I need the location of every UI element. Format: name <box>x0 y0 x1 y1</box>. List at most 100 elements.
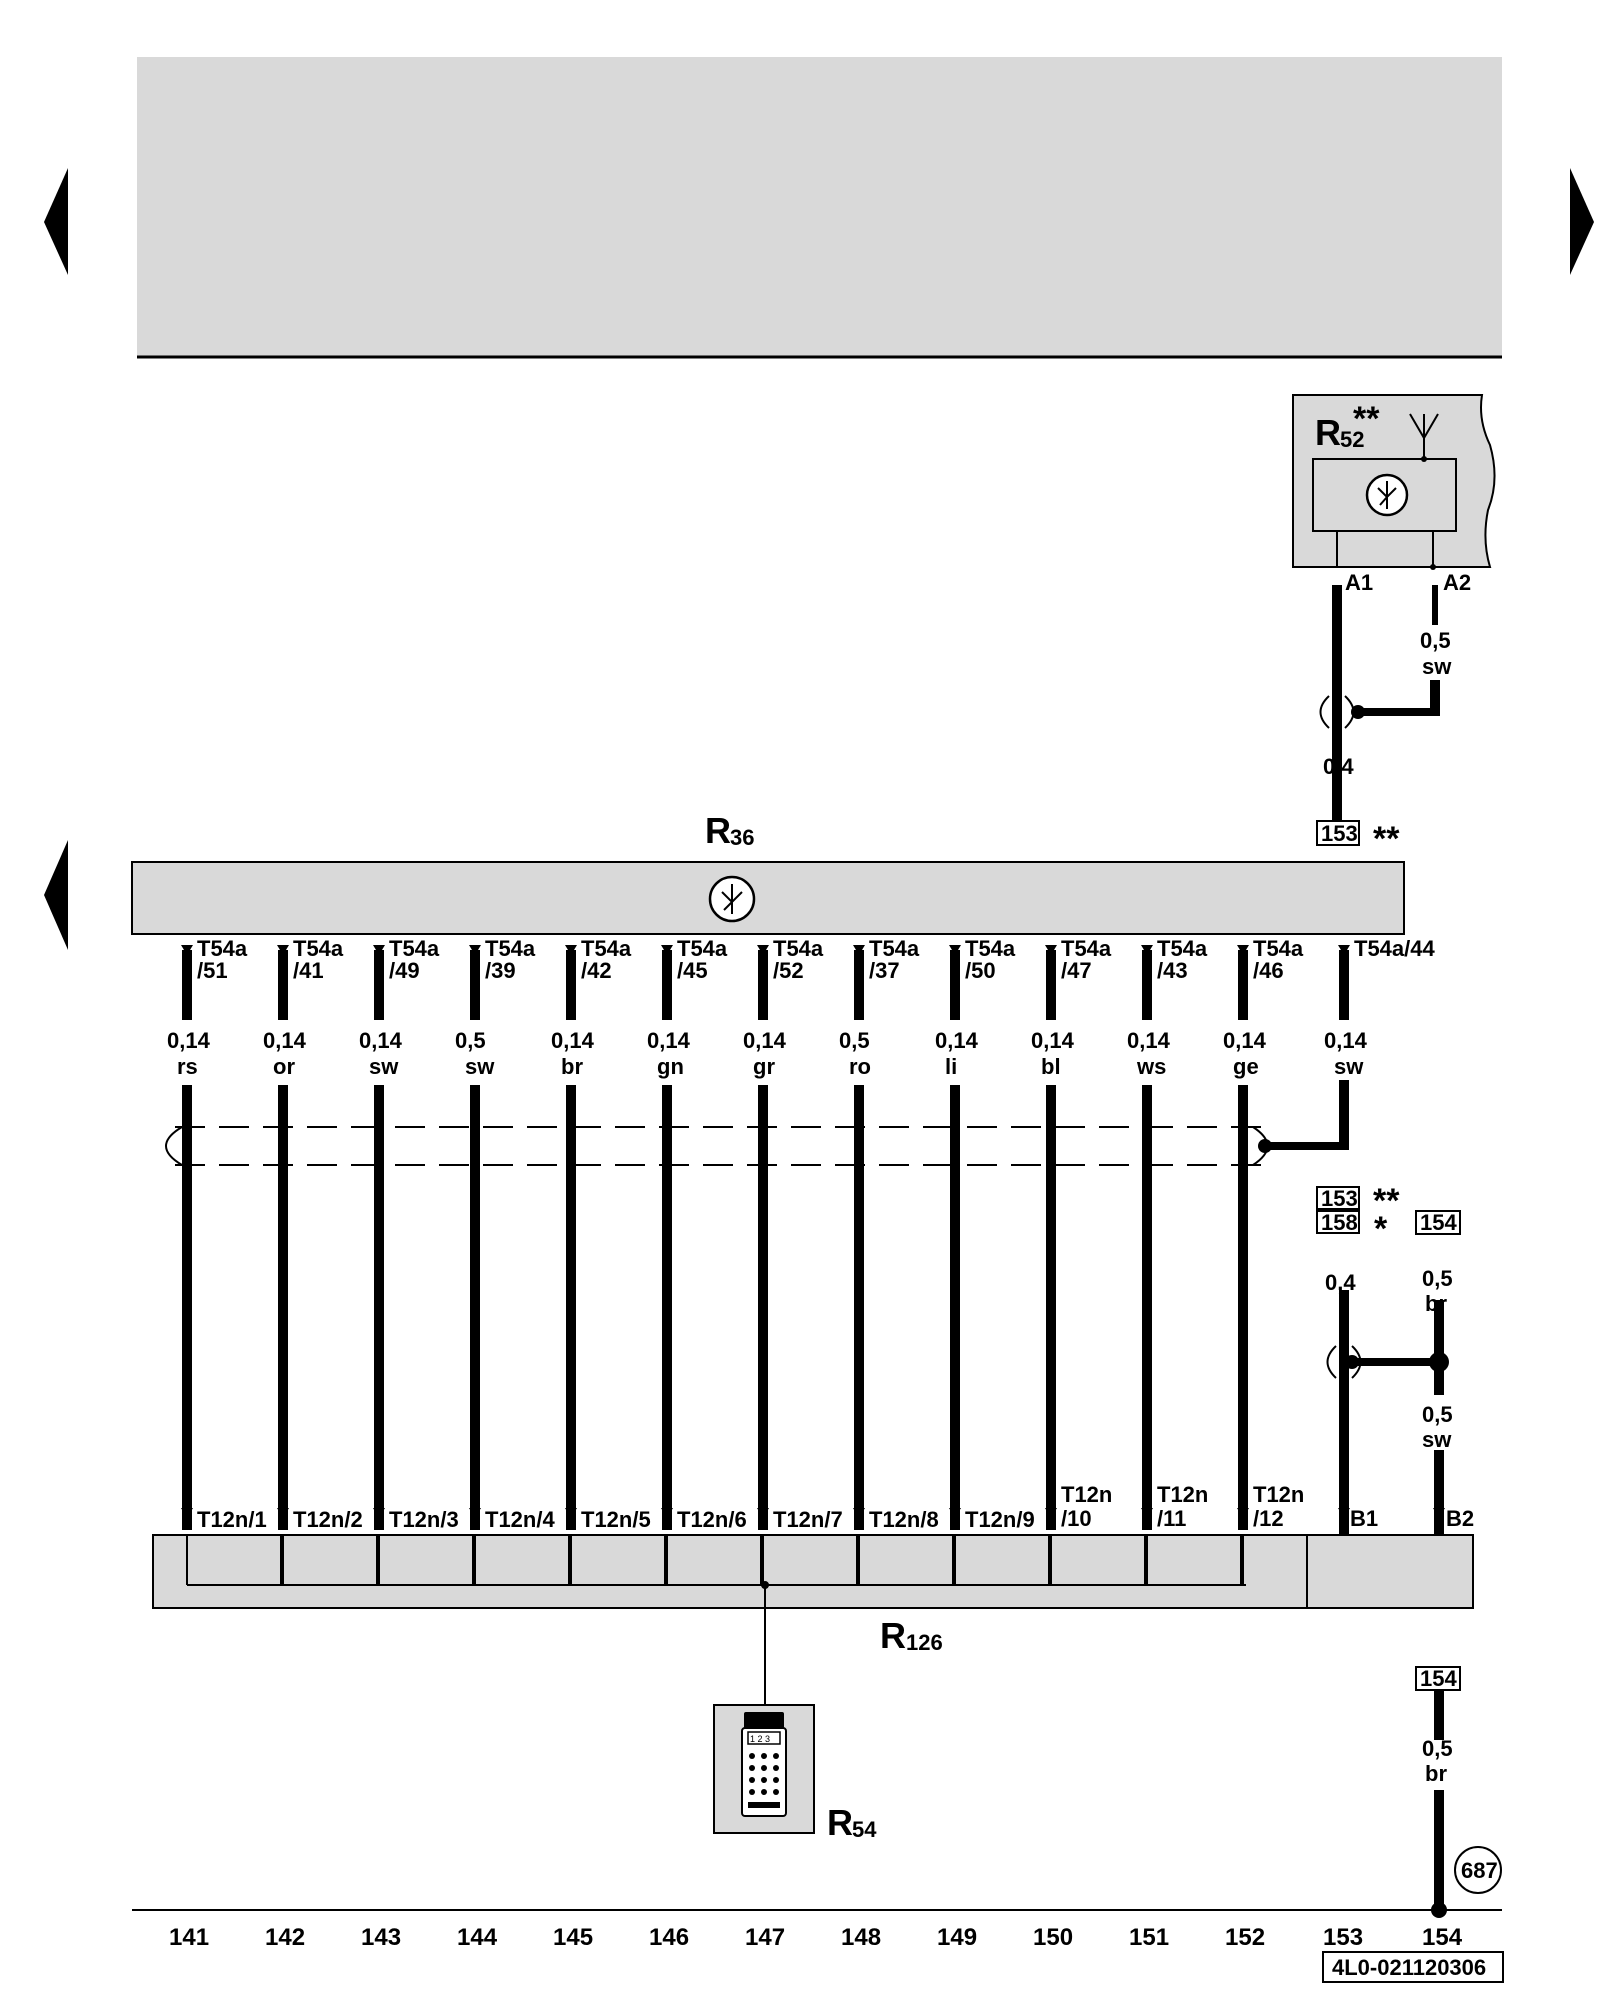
t12n-pin-label: T12n <box>1157 1482 1208 1507</box>
t54a-pin-label: /45 <box>677 958 708 983</box>
r52-a2-color: sw <box>1422 654 1452 679</box>
doc-code: 4L0-021120306 <box>1332 1955 1486 1980</box>
r54-letter: R <box>827 1802 853 1843</box>
r126-pin-b2: B2 <box>1446 1506 1474 1531</box>
t12n-pin-label: T12n/4 <box>485 1507 555 1532</box>
t54a-pin-label: /47 <box>1061 958 1092 983</box>
triangle-left-icon[interactable] <box>44 168 68 275</box>
wire-size: 0,14 <box>1031 1028 1075 1053</box>
component-r52: R 52 ** <box>1292 394 1496 570</box>
ground-color: br <box>1425 1761 1447 1786</box>
ref-153-stars: ** <box>1373 820 1400 858</box>
t12n-pin-label: T12n/9 <box>965 1507 1035 1532</box>
triangle-right-icon[interactable] <box>1570 168 1594 275</box>
t12n-pin-label: T12n/2 <box>293 1507 363 1532</box>
column-number: 143 <box>361 1924 401 1951</box>
ref-158-b1-stars: * <box>1374 1210 1388 1248</box>
b1-size: 0,4 <box>1325 1270 1356 1295</box>
pin-columns: T54a/510,14rsT12n/1T54a/410,14orT12n/2T5… <box>167 936 1435 1585</box>
column-number: 144 <box>457 1924 498 1951</box>
ref-153-b1-stars: ** <box>1373 1182 1400 1220</box>
r126-sub: 126 <box>906 1630 943 1655</box>
t54a-pin-label: /37 <box>869 958 900 983</box>
r36-letter: R <box>705 810 731 851</box>
t54a-pin-label: /43 <box>1157 958 1188 983</box>
r52-letter: R <box>1315 412 1341 453</box>
b2-bot-color: sw <box>1422 1427 1452 1452</box>
triangle-left-icon[interactable] <box>44 840 68 950</box>
wire-color: sw <box>1334 1054 1364 1079</box>
wire-color: sw <box>465 1054 495 1079</box>
t12n-pin-label: T12n <box>1253 1482 1304 1507</box>
wire-color: rs <box>177 1054 198 1079</box>
t12n-pin-label: /11 <box>1157 1506 1186 1531</box>
t12n-pin-label: T12n/7 <box>773 1507 843 1532</box>
t54a-pin-label: T54a <box>485 936 536 961</box>
wire-color: sw <box>369 1054 399 1079</box>
component-r36 <box>131 861 1405 935</box>
wire-color: ge <box>1233 1054 1259 1079</box>
ref-154-ground: 154 <box>1420 1666 1457 1691</box>
wire-color: ro <box>849 1054 871 1079</box>
keypad-display: 1 2 3 <box>750 1734 770 1744</box>
component-r54: 1 2 3 <box>713 1704 815 1834</box>
t12n-pin-label: T12n/3 <box>389 1507 459 1532</box>
wire-color: gr <box>753 1054 775 1079</box>
t54a-pin-label: T54a <box>1253 936 1304 961</box>
r126-pin-b1: B1 <box>1350 1506 1378 1531</box>
r52-stars: ** <box>1353 400 1380 438</box>
column-number: 150 <box>1033 1924 1073 1951</box>
t54a-pin-label: T54a/44 <box>1354 936 1435 961</box>
t54a-pin-label: /46 <box>1253 958 1284 983</box>
column-number: 152 <box>1225 1924 1265 1951</box>
column-number: 142 <box>265 1924 305 1951</box>
antenna-icon <box>1409 413 1439 462</box>
t54a-pin-label: T54a <box>389 936 440 961</box>
t12n-pin-label: /12 <box>1253 1506 1284 1531</box>
header-panel <box>137 57 1502 357</box>
wire-size: 0,5 <box>839 1028 870 1053</box>
column-number: 147 <box>745 1924 785 1951</box>
t54a-pin-label: /41 <box>293 958 324 983</box>
r126-letter: R <box>880 1615 906 1656</box>
ref-box <box>1316 820 1360 846</box>
t12n-pin-label: T12n/1 <box>197 1507 267 1532</box>
b2-top-color: br <box>1425 1291 1447 1316</box>
t54a-pin-label: /42 <box>581 958 612 983</box>
column-number: 145 <box>553 1924 593 1951</box>
t54a-pin-label: /49 <box>389 958 420 983</box>
wire-size: 0,14 <box>551 1028 595 1053</box>
column-number: 149 <box>937 1924 977 1951</box>
wire-color: li <box>945 1054 957 1079</box>
t54a-pin-label: T54a <box>197 936 248 961</box>
t54a-pin-label: /39 <box>485 958 516 983</box>
r52-wiring <box>1319 585 1440 822</box>
ref-153-top: 153 <box>1321 821 1358 846</box>
r52-sub: 52 <box>1340 427 1364 452</box>
b2-bot-size: 0,5 <box>1422 1402 1453 1427</box>
t54a-pin-label: T54a <box>1061 936 1112 961</box>
t54a-pin-label: /52 <box>773 958 804 983</box>
ref-158-b1: 158 <box>1321 1210 1358 1235</box>
t54a-pin-label: T54a <box>293 936 344 961</box>
wire-size: 0,14 <box>167 1028 211 1053</box>
t54a-pin-label: T54a <box>869 936 920 961</box>
t54a-pin-label: T54a <box>581 936 632 961</box>
wire-size: 0,14 <box>647 1028 691 1053</box>
wire-size: 0,5 <box>455 1028 486 1053</box>
t54a-pin-label: T54a <box>965 936 1016 961</box>
t54a-pin-label: T54a <box>1157 936 1208 961</box>
r52-a2-size: 0,5 <box>1420 628 1451 653</box>
